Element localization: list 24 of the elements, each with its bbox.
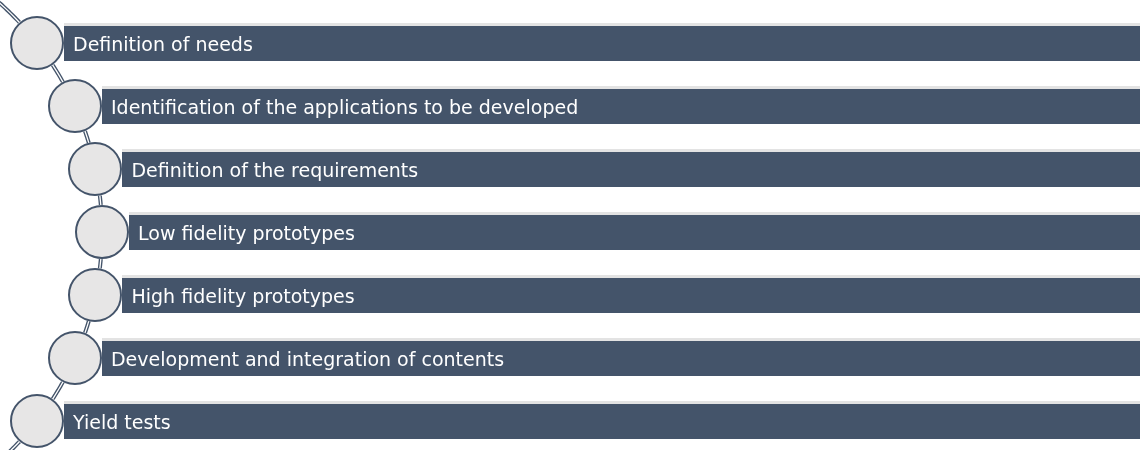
list-bar bbox=[122, 149, 1140, 187]
circle-marker bbox=[75, 205, 129, 259]
circle-marker bbox=[10, 394, 64, 448]
connector-line bbox=[0, 0, 21, 24]
circle-marker bbox=[68, 142, 123, 196]
step-label: High fidelity prototypes bbox=[131, 284, 355, 307]
list-bar bbox=[129, 212, 1140, 250]
list-bar bbox=[64, 23, 1140, 61]
step-label: Definition of the requirements bbox=[131, 158, 419, 181]
step-label: Definition of needs bbox=[73, 32, 253, 55]
step-label: Identification of the applications to be developed bbox=[110, 95, 579, 118]
step-label: Development and integration of contents bbox=[110, 347, 505, 370]
step-label: Low fidelity prototypes bbox=[138, 221, 355, 244]
list-bar bbox=[101, 338, 1140, 376]
list-bar bbox=[122, 275, 1140, 313]
connector-line bbox=[50, 63, 65, 83]
step-label: Yield tests bbox=[73, 410, 171, 433]
circle-marker bbox=[68, 268, 123, 322]
list-bar bbox=[64, 401, 1140, 439]
circle-marker bbox=[47, 79, 102, 133]
connector-line bbox=[50, 381, 65, 401]
circle-marker bbox=[10, 16, 64, 70]
circle-marker bbox=[47, 331, 102, 385]
list-bar bbox=[101, 86, 1140, 124]
